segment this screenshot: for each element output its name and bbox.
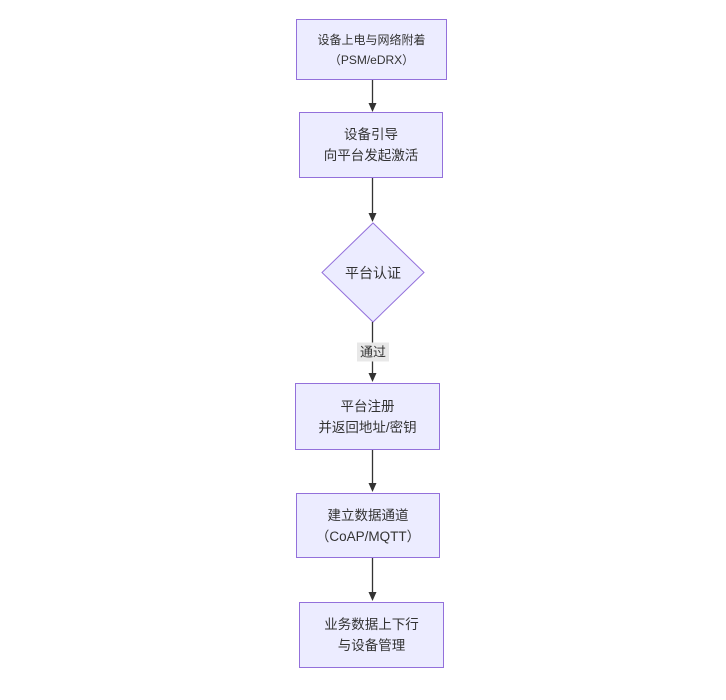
- node-business-data-mgmt: 业务数据上下行 与设备管理: [299, 602, 444, 668]
- node-label-line: 设备上电与网络附着: [317, 32, 426, 47]
- node-label-line: 平台注册: [340, 398, 395, 414]
- node-label-line: 设备引导: [344, 127, 398, 142]
- node-device-power-attach: 设备上电与网络附着 （PSM/eDRX）: [296, 19, 447, 80]
- arrowhead-icon: [368, 592, 377, 601]
- node-label-line: 向平台发起激活: [323, 148, 419, 163]
- node-platform-register: 平台注册 并返回地址/密钥: [295, 383, 440, 450]
- arrowhead-icon: [368, 373, 377, 382]
- edge-power-to-bootstrap: [368, 80, 377, 112]
- edge-channel-to-business: [368, 558, 377, 601]
- node-device-bootstrap: 设备引导 向平台发起激活: [299, 112, 443, 178]
- node-label-line: 并返回地址/密钥: [318, 419, 417, 435]
- arrowhead-icon: [368, 213, 377, 222]
- node-label-line: （CoAP/MQTT）: [315, 528, 421, 544]
- edge-label-pass: 通过: [356, 342, 390, 362]
- edge-register-to-channel: [368, 450, 377, 492]
- node-label-line: 业务数据上下行: [324, 617, 419, 632]
- edge-bootstrap-to-auth: [368, 178, 377, 222]
- node-platform-auth-decision: 平台认证: [322, 223, 424, 322]
- node-label-line: 与设备管理: [337, 638, 406, 653]
- arrowhead-icon: [368, 103, 377, 112]
- node-label-line: 建立数据通道: [327, 507, 409, 523]
- node-data-channel: 建立数据通道 （CoAP/MQTT）: [296, 493, 440, 558]
- node-label-line: （PSM/eDRX）: [328, 52, 415, 67]
- node-label-line: 平台认证: [345, 264, 401, 281]
- arrowhead-icon: [368, 483, 377, 492]
